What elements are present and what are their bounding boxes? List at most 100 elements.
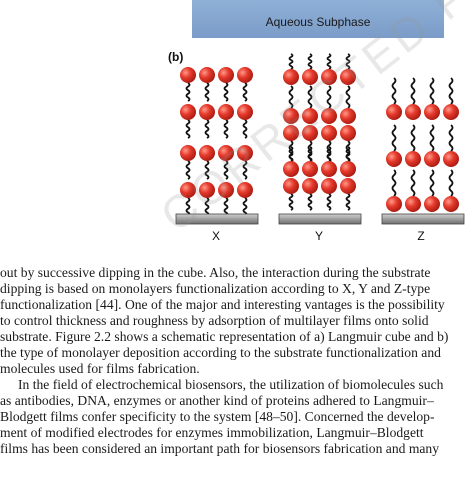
label-z: Z <box>417 229 425 243</box>
hydrophobic-tail <box>391 77 397 105</box>
hydrophobic-tail <box>326 193 332 211</box>
text-line: dipping is based on monolayers functiona… <box>0 281 431 296</box>
hydrophobic-tail <box>223 197 229 217</box>
text-line: molecules used for films fabrication. <box>0 361 200 376</box>
label-y: Y <box>314 229 323 243</box>
hydrophobic-tail <box>185 197 191 217</box>
hydrophilic-head <box>237 182 253 198</box>
hydrophilic-head <box>283 108 299 124</box>
amphiphile-molecule <box>302 178 318 211</box>
text-line: out by successive dipping in the cube. A… <box>0 265 431 280</box>
text-line: ment of modified electrodes for enzymes … <box>0 425 424 440</box>
hydrophobic-tail <box>429 77 435 105</box>
hydrophilic-head <box>283 178 299 194</box>
amphiphile-molecule <box>180 182 196 217</box>
hydrophilic-head <box>424 151 440 167</box>
hydrophilic-head <box>386 104 402 120</box>
text-line: substrate. Figure 2.2 shows a schematic … <box>0 329 449 344</box>
hydrophilic-head <box>302 178 318 194</box>
hydrophobic-tail <box>288 193 294 211</box>
amphiphile-molecule <box>199 145 215 180</box>
hydrophilic-head <box>283 161 299 177</box>
amphiphile-molecule <box>405 77 421 120</box>
hydrophobic-tail <box>410 124 416 152</box>
amphiphile-molecule <box>340 53 356 85</box>
hydrophobic-tail <box>345 53 351 70</box>
hydrophilic-head <box>340 178 356 194</box>
amphiphile-molecule <box>199 67 215 102</box>
amphiphile-molecule <box>237 145 253 180</box>
amphiphile-molecule <box>424 169 440 212</box>
hydrophilic-head <box>180 182 196 198</box>
hydrophilic-head <box>218 104 234 120</box>
amphiphile-molecule <box>340 146 356 177</box>
hydrophilic-head <box>424 196 440 212</box>
hydrophilic-head <box>340 161 356 177</box>
hydrophilic-head <box>321 161 337 177</box>
amphiphile-molecule <box>283 85 299 124</box>
hydrophilic-head <box>237 145 253 161</box>
substrate-z <box>381 213 465 225</box>
amphiphile-molecule <box>386 169 402 212</box>
hydrophilic-head <box>218 145 234 161</box>
amphiphile-molecule <box>302 53 318 85</box>
amphiphile-molecule <box>424 77 440 120</box>
text-line: functionalization [44]. One of the major… <box>0 297 445 312</box>
amphiphile-molecule <box>321 85 337 124</box>
substrate-x <box>175 213 259 225</box>
amphiphile-molecule <box>386 124 402 167</box>
amphiphile-molecule <box>180 104 196 139</box>
aqueous-subphase-figure-a: Aqueous Subphase <box>192 0 444 38</box>
text-line: as antibodies, DNA, enzymes or another k… <box>0 393 434 408</box>
label-x: X <box>211 229 220 243</box>
hydrophobic-tail <box>391 124 397 152</box>
hydrophilic-head <box>340 125 356 141</box>
hydrophilic-head <box>405 151 421 167</box>
amphiphile-molecule <box>340 178 356 211</box>
amphiphile-molecule <box>218 67 234 102</box>
hydrophobic-tail <box>429 124 435 152</box>
hydrophilic-head <box>283 125 299 141</box>
hydrophobic-tail <box>204 119 210 139</box>
hydrophilic-head <box>199 104 215 120</box>
amphiphile-molecule <box>424 124 440 167</box>
text-line: Blodgett films confer specificity to the… <box>0 409 435 424</box>
hydrophobic-tail <box>185 160 191 180</box>
amphiphile-molecule <box>218 104 234 139</box>
hydrophilic-head <box>321 108 337 124</box>
amphiphile-molecule <box>386 77 402 120</box>
amphiphile-molecule <box>180 67 196 102</box>
deposition-diagram <box>175 53 465 225</box>
hydrophilic-head <box>199 67 215 83</box>
hydrophilic-head <box>302 108 318 124</box>
hydrophilic-head <box>218 67 234 83</box>
amphiphile-molecule <box>237 67 253 102</box>
text-line: to control thickness and roughness by ad… <box>0 313 429 328</box>
amphiphile-molecule <box>443 77 459 120</box>
text-line: In the field of electrochemical biosenso… <box>18 377 444 392</box>
hydrophilic-head <box>199 182 215 198</box>
hydrophilic-head <box>321 125 337 141</box>
amphiphile-molecule <box>283 146 299 177</box>
hydrophobic-tail <box>242 119 248 139</box>
amphiphile-molecule <box>405 124 421 167</box>
hydrophilic-head <box>283 69 299 85</box>
amphiphile-molecule <box>237 182 253 217</box>
hydrophilic-head <box>180 67 196 83</box>
hydrophobic-tail <box>223 82 229 102</box>
amphiphile-molecule <box>321 53 337 85</box>
hydrophilic-head <box>199 145 215 161</box>
hydrophobic-tail <box>307 193 313 211</box>
hydrophilic-head <box>237 104 253 120</box>
hydrophilic-head <box>321 69 337 85</box>
text-line: films has been considered an important p… <box>0 441 440 456</box>
hydrophobic-tail <box>326 85 332 109</box>
hydrophobic-tail <box>448 124 454 152</box>
substrate-y <box>278 213 362 225</box>
hydrophobic-tail <box>307 53 313 70</box>
hydrophobic-tail <box>326 146 332 162</box>
hydrophobic-tail <box>204 197 210 217</box>
amphiphile-molecule <box>283 178 299 211</box>
hydrophilic-head <box>340 69 356 85</box>
amphiphile-molecule <box>218 182 234 217</box>
